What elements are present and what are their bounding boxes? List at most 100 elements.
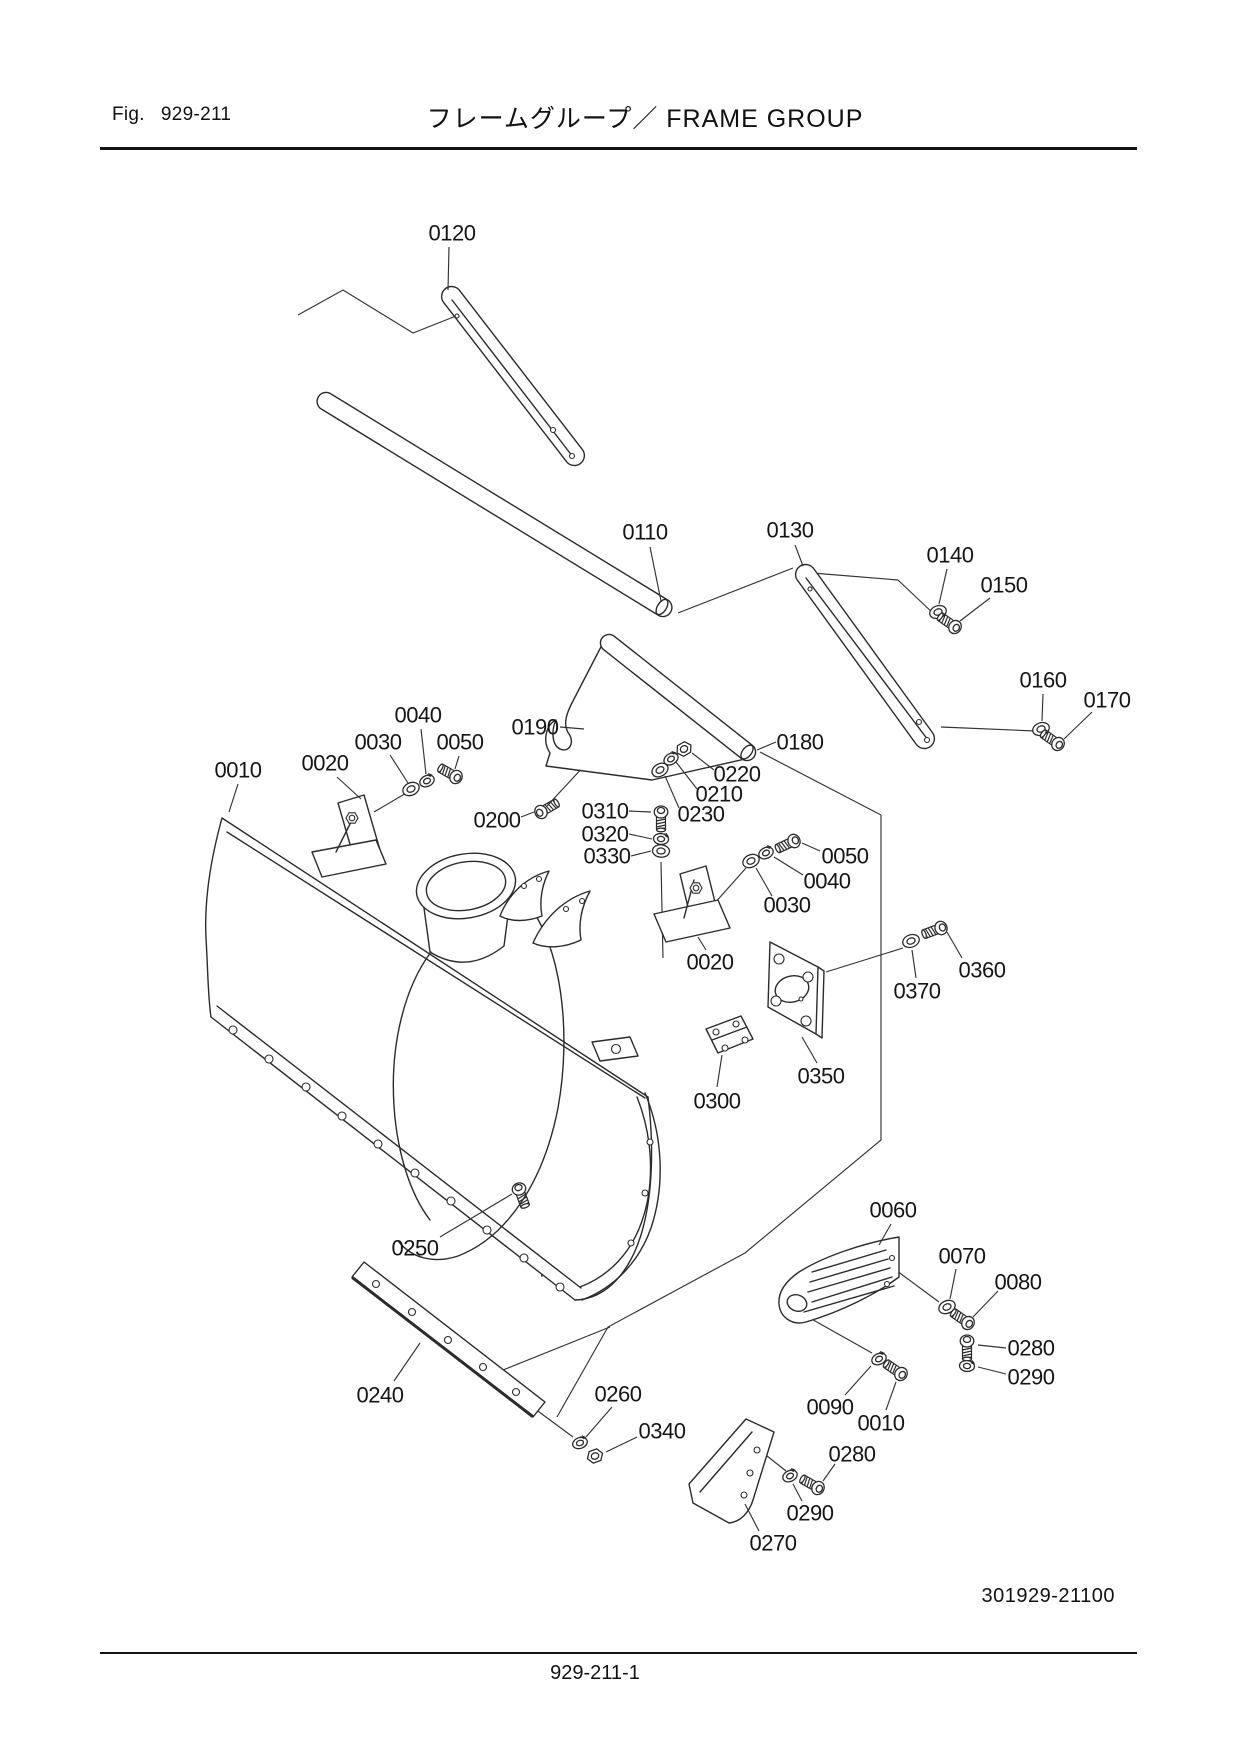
part-label-0200: 0200 [474, 808, 521, 833]
nut-glyph [586, 1448, 604, 1464]
support-bracket-right [653, 865, 731, 943]
part-label-0270: 0270 [750, 1531, 797, 1556]
part-label-0010: 0010 [215, 758, 262, 783]
part-label-0330: 0330 [584, 844, 631, 869]
bolt-glyph [936, 612, 962, 635]
construction-line [373, 791, 409, 813]
pivot-rod [599, 633, 757, 762]
lift-arm-upper [440, 285, 586, 467]
blade-body [204, 817, 661, 1301]
part-label-0360: 0360 [959, 958, 1006, 983]
skid-plate [688, 1418, 775, 1524]
part-label-0080: 0080 [995, 1270, 1042, 1295]
part-label-0020: 0020 [302, 751, 349, 776]
lockwasher-glyph [871, 1351, 887, 1366]
bolt-glyph [949, 1308, 975, 1331]
bolt-glyph [1039, 729, 1065, 752]
part-label-0370: 0370 [894, 979, 941, 1004]
figure-prefix: Fig. [112, 104, 145, 125]
leader-line [628, 833, 653, 840]
leader-line [336, 776, 362, 800]
shim-plate [705, 1015, 754, 1054]
part-label-0050: 0050 [822, 844, 869, 869]
part-label-0310: 0310 [582, 799, 629, 824]
construction-line [660, 861, 664, 959]
part-label-0060: 0060 [870, 1198, 917, 1223]
construction-line [497, 1326, 611, 1373]
page-title: フレームグループ／ FRAME GROUP [426, 105, 864, 133]
leader-line [959, 597, 991, 622]
leader-line [630, 850, 652, 857]
construction-line [297, 289, 457, 334]
leader-line [844, 1365, 872, 1396]
construction-line [556, 815, 882, 1418]
leader-line [605, 1436, 638, 1453]
part-label-0230: 0230 [678, 802, 725, 827]
nut-glyph [676, 740, 692, 758]
figure-reference: Fig.929-211 [112, 104, 231, 126]
leader-line [949, 1268, 957, 1300]
part-label-0050: 0050 [437, 730, 484, 755]
lockwasher-glyph [572, 1435, 588, 1450]
part-label-0020: 0020 [687, 950, 734, 975]
leader-line [977, 1366, 1007, 1375]
page-number: 929-211-1 [550, 1662, 640, 1684]
leader-line [520, 811, 535, 818]
finned-bracket [778, 1236, 900, 1324]
leader-line [697, 936, 707, 951]
leader-line [393, 1342, 421, 1382]
leader-line [559, 726, 585, 730]
leader-line [878, 1223, 892, 1246]
part-label-0030: 0030 [764, 893, 811, 918]
support-rod [316, 391, 673, 618]
part-label-0300: 0300 [694, 1089, 741, 1114]
leader-line [794, 544, 804, 567]
leader-line [822, 1463, 836, 1482]
part-label-0120: 0120 [429, 221, 476, 246]
part-label-0010: 0010 [858, 1411, 905, 1436]
leader-line [744, 1503, 760, 1532]
header-rule [100, 147, 1137, 150]
part-label-0290: 0290 [787, 1501, 834, 1526]
leader-line [885, 1381, 897, 1411]
leader-line [675, 761, 698, 790]
bolt-glyph [921, 920, 948, 939]
leader-line [716, 1054, 723, 1088]
leader-line [439, 1193, 513, 1238]
leader-line [628, 810, 652, 813]
part-label-0220: 0220 [714, 762, 761, 787]
leader-line [801, 842, 821, 852]
leader-line [792, 1483, 803, 1502]
construction-line [759, 751, 882, 816]
part-label-0030: 0030 [355, 730, 402, 755]
leader-line [946, 931, 963, 959]
bolt-glyph [799, 1474, 825, 1496]
part-label-0290: 0290 [1008, 1365, 1055, 1390]
washer-glyph [651, 844, 671, 858]
part-label-0320: 0320 [582, 822, 629, 847]
leader-line [585, 1406, 613, 1438]
leader-line [801, 1036, 818, 1064]
leader-line [649, 546, 662, 602]
bolt-glyph [882, 1359, 908, 1382]
washer-glyph [938, 1299, 956, 1315]
leader-line [228, 783, 239, 813]
bolt-glyph [774, 833, 801, 854]
bolt-glyph [653, 805, 669, 833]
part-label-0140: 0140 [927, 543, 974, 568]
hook-bracket [545, 640, 755, 781]
deflector-fins [499, 870, 591, 948]
lockwasher-glyph [652, 832, 670, 846]
mount-tab [591, 1036, 639, 1062]
part-label-0180: 0180 [777, 730, 824, 755]
bolt-glyph [959, 1334, 975, 1362]
scraper-bar [351, 1261, 546, 1418]
part-label-0160: 0160 [1020, 668, 1067, 693]
part-label-0130: 0130 [767, 518, 814, 543]
lockwasher-glyph [663, 750, 679, 766]
part-label-0070: 0070 [939, 1244, 986, 1269]
bolt-glyph [437, 763, 463, 785]
leader-line [447, 246, 450, 291]
